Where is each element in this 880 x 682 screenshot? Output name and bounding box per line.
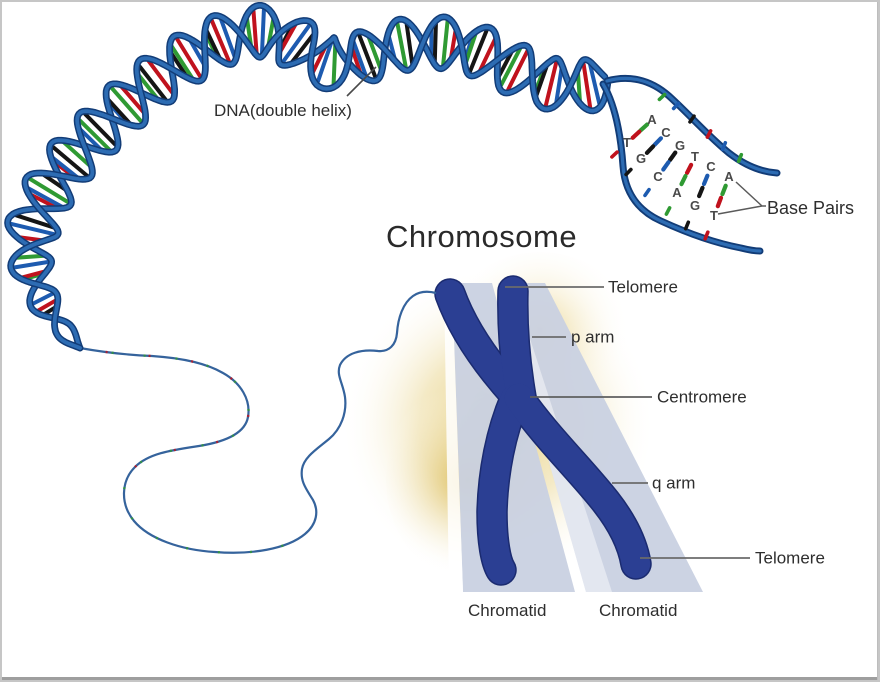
white-ray — [444, 283, 463, 592]
base-pairs-leader-line — [717, 181, 766, 215]
helix-rungs — [9, 8, 602, 317]
label-chromatid-left: Chromatid — [468, 601, 547, 620]
base-letter-bottom: A — [672, 185, 682, 200]
base-letter-bottom: T — [623, 135, 631, 150]
base-letter-top: G — [675, 138, 685, 153]
base-letter-top: T — [691, 149, 699, 164]
dna-ladder-rails — [599, 74, 781, 255]
chromatid-band-right — [498, 283, 703, 592]
base-letter-bottom: G — [636, 151, 646, 166]
q-arm-right — [504, 383, 651, 579]
label-chromatid-right: Chromatid — [599, 601, 678, 620]
chromosome-x-shape — [434, 275, 652, 586]
base-letter-top: C — [706, 159, 716, 174]
chromatin-thread — [79, 290, 437, 554]
helix-strands — [4, 2, 611, 352]
p-arm-right — [498, 276, 536, 412]
leader-lines — [346, 66, 766, 559]
base-letter-top: A — [647, 112, 657, 127]
label-telomere-top: Telomere — [608, 277, 678, 297]
label-base-pairs: Base Pairs — [767, 198, 855, 218]
dna-double-helix — [4, 2, 611, 352]
label-q-arm: q arm — [652, 473, 696, 493]
base-letter-bottom: T — [710, 208, 718, 223]
dna-leader-line — [346, 66, 377, 97]
figure-title: Chromosome — [386, 219, 578, 254]
base-letter-bottom: C — [653, 169, 663, 184]
label-centromere: Centromere — [657, 387, 747, 407]
label-telomere-bottom: Telomere — [755, 548, 825, 568]
base-letter-top: C — [661, 125, 671, 140]
label-p-arm: p arm — [571, 327, 615, 347]
q-arm-left — [477, 384, 530, 585]
base-letter-bottom: G — [690, 198, 700, 213]
dna-label: DNA(double helix) — [214, 101, 352, 120]
base-letter-top: A — [724, 169, 734, 184]
